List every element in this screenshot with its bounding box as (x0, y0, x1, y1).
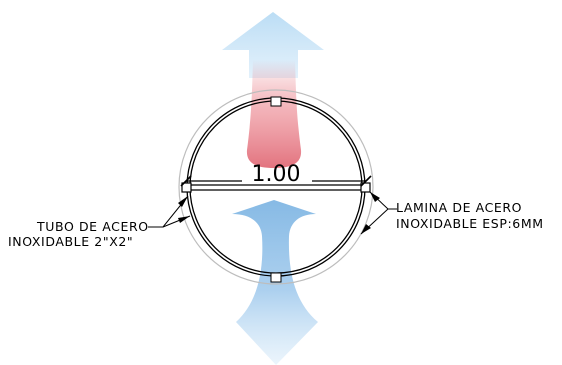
right-square-tube (360, 182, 371, 193)
top-fastener (270, 96, 282, 107)
left-callout-line2: INOXIDABLE 2"X2" (8, 234, 133, 249)
left-callout-line1: TUBO DE ACERO (36, 219, 149, 234)
left-leader (148, 195, 191, 228)
right-callout-line2: INOXIDABLE ESP:6MM (396, 216, 544, 231)
steel-plate (190, 184, 362, 191)
bottom-fastener (270, 272, 282, 283)
right-leader (360, 191, 397, 235)
dimension-line (180, 175, 372, 187)
dimension-label: 1.00 (252, 162, 301, 187)
right-callout-line1: LAMINA DE ACERO (396, 200, 522, 215)
left-square-tube (181, 182, 192, 193)
top-flow-arrow-icon (222, 12, 324, 168)
